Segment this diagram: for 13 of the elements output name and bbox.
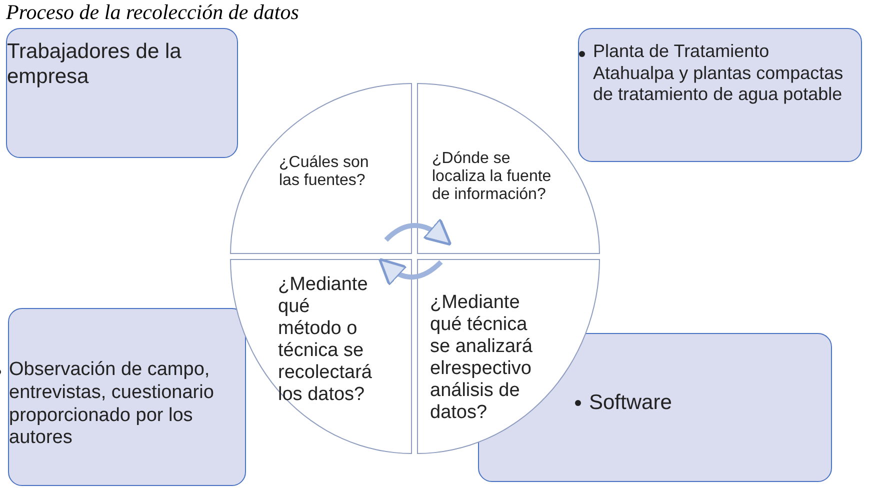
bullet-text: Observación de campo, entrevistas, cuestionario proporcionado por los autores xyxy=(9,359,214,448)
bullet-text: Trabajadores de la empresa xyxy=(7,40,182,88)
question-text: ¿Cuáles son las fuentes? xyxy=(279,154,370,190)
bullet-text: Planta de Tratamiento Atahualpa y plantas compactas de tratamiento de agua potable xyxy=(593,41,844,104)
figure-title: Proceso de la recolección de datos xyxy=(6,0,299,25)
question-text: ¿Mediante qué método o técnica se recolectará los datos? xyxy=(278,274,373,406)
cycle-arrow xyxy=(384,218,452,246)
bullet-text: Software xyxy=(589,391,672,414)
info-box xyxy=(578,28,862,162)
question-text: ¿Mediante qué técnica se analizará elrespectivo análisis de datos? xyxy=(430,292,534,424)
cycle-arrow xyxy=(378,258,443,286)
info-box xyxy=(6,28,238,158)
question-text: ¿Dónde se localiza la fuente de información? xyxy=(432,150,552,204)
